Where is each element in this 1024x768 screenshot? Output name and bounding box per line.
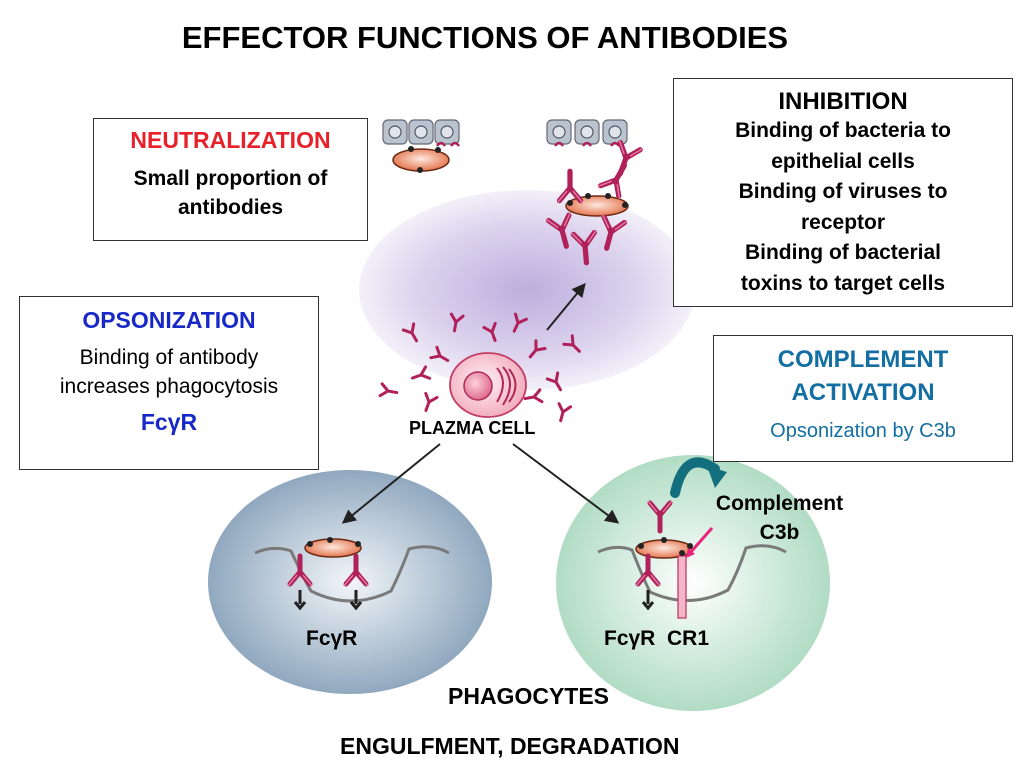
opsonization-title: OPSONIZATION [82, 307, 256, 333]
left-receptor-label: FcγR [306, 627, 358, 650]
opsonization-line: increases phagocytosis [59, 375, 279, 398]
neutralization-text: Small proportion of antibodies [94, 164, 367, 222]
neutralization-line: Small proportion of [133, 167, 328, 190]
phagocyte-membrane [597, 544, 787, 602]
inhibition-line: Binding of viruses to [738, 180, 948, 203]
complement-activation-box: COMPLEMENT ACTIVATION Opsonization by C3… [713, 335, 1013, 462]
complement-c3b-label: Complement C3b [697, 489, 862, 547]
complement-label-line: Complement [715, 492, 844, 515]
neutralization-box: NEUTRALIZATION Small proportion of antib… [93, 118, 368, 241]
page-title: EFFECTOR FUNCTIONS OF ANTIBODIES [181, 20, 789, 55]
inhibition-zone [359, 190, 695, 390]
phagocyte-membrane [254, 545, 450, 603]
opsonization-box: OPSONIZATION Binding of antibody increas… [19, 296, 319, 470]
bacterium-icon [635, 537, 693, 559]
complement-label-line: C3b [759, 521, 800, 544]
inhibition-title: INHIBITION [778, 88, 908, 115]
opsonization-line: Binding of antibody [79, 346, 259, 369]
receptor-icon [641, 590, 655, 611]
epithelial-cell-icon [546, 119, 628, 145]
c3b-arrow [688, 527, 714, 554]
arrow-icon [341, 443, 441, 524]
phagocytes-label: PHAGOCYTES [448, 683, 610, 709]
engulfment-label: ENGULFMENT, DEGRADATION [340, 733, 680, 759]
arrow-icon [546, 282, 586, 331]
complement-title-line: ACTIVATION [791, 379, 935, 406]
inhibition-line: Binding of bacterial [744, 241, 941, 264]
complement-activation-title: COMPLEMENT ACTIVATION [714, 343, 1012, 409]
inhibition-box: INHIBITION Binding of bacteria to epithe… [673, 78, 1013, 307]
opsonization-text: Binding of antibody increases phagocytos… [20, 343, 318, 401]
plasma-cell [449, 352, 527, 418]
inhibition-text: Binding of bacteria to epithelial cells … [674, 116, 1012, 299]
inhibition-line: epithelial cells [771, 149, 915, 173]
curved-arrow-icon [670, 457, 727, 498]
neutralization-line: antibodies [177, 196, 283, 219]
opsonization-receptor: FcγR [140, 409, 198, 435]
arrow-icon [512, 443, 620, 524]
bacterium-icon [392, 146, 450, 173]
receptor-icon [293, 590, 363, 611]
bacterium-icon [304, 537, 362, 558]
inhibition-line: receptor [800, 210, 886, 234]
right-phagocyte [556, 455, 830, 711]
epithelial-cell-icon [382, 119, 460, 145]
cr1-receptor [677, 550, 687, 619]
inhibition-line: Binding of bacteria to [735, 119, 951, 142]
bacterium-icon [565, 193, 629, 217]
plasma-cell-label: PLAZMA CELL [409, 418, 536, 438]
complement-title-line: COMPLEMENT [777, 346, 949, 373]
neutralization-title: NEUTRALIZATION [130, 127, 331, 153]
inhibition-line: toxins to target cells [740, 271, 946, 295]
complement-activation-text: Opsonization by C3b [770, 420, 956, 442]
right-receptor-label: FcγR CR1 [604, 627, 710, 650]
